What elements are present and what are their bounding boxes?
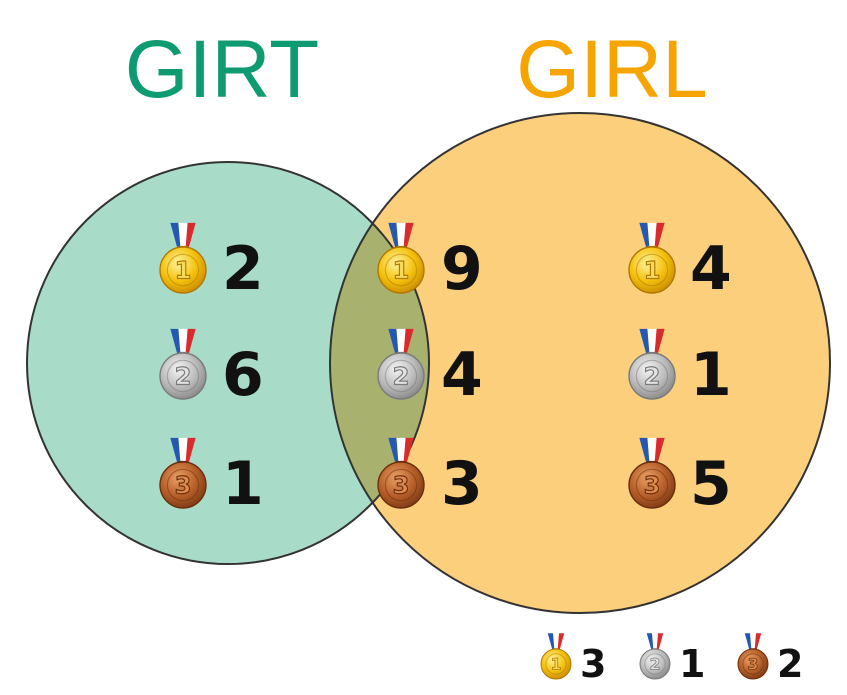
- medal-number: 3: [393, 471, 410, 499]
- medal-number: 2: [175, 362, 192, 390]
- medal-number: 1: [644, 256, 661, 284]
- gold-medal-icon: 1: [377, 222, 425, 294]
- medal-count: 1: [222, 449, 264, 519]
- medal-number: 2: [644, 362, 661, 390]
- medal-count: 4: [441, 340, 483, 410]
- medal-count: 9: [441, 234, 483, 304]
- medal-number: 1: [175, 256, 192, 284]
- medal-count: 1: [679, 642, 705, 686]
- medal-count: 3: [441, 449, 483, 519]
- girl-title: GIRL: [516, 24, 707, 115]
- bronze-medal-icon: 3: [159, 437, 207, 509]
- medal-number: 3: [644, 471, 661, 499]
- bronze-medal-icon: 3: [628, 437, 676, 509]
- medal-number: 1: [551, 654, 562, 673]
- medal-count: 3: [580, 642, 606, 686]
- silver-medal-icon: 2: [628, 328, 676, 400]
- medal-number: 3: [748, 654, 759, 673]
- medal-count: 2: [222, 234, 264, 304]
- bronze-medal-icon: 3: [737, 633, 769, 680]
- medal-number: 2: [393, 362, 410, 390]
- medal-count: 2: [777, 642, 803, 686]
- medal-number: 1: [393, 256, 410, 284]
- girt-circle-outline: [26, 161, 430, 565]
- silver-medal-icon: 2: [639, 633, 671, 680]
- silver-medal-icon: 2: [159, 328, 207, 400]
- girl-circle: [330, 113, 830, 613]
- girt-title: GIRT: [125, 24, 319, 115]
- gold-medal-icon: 1: [540, 633, 572, 680]
- medal-count: 6: [222, 340, 264, 410]
- girl-circle-outline: [329, 112, 831, 614]
- bronze-medal-icon: 3: [377, 437, 425, 509]
- girt-circle: [27, 162, 429, 564]
- medal-number: 3: [175, 471, 192, 499]
- medal-count: 4: [690, 234, 732, 304]
- gold-medal-icon: 1: [628, 222, 676, 294]
- medal-count: 1: [690, 340, 732, 410]
- medal-count: 5: [690, 449, 732, 519]
- silver-medal-icon: 2: [377, 328, 425, 400]
- medal-number: 2: [650, 654, 661, 673]
- gold-medal-icon: 1: [159, 222, 207, 294]
